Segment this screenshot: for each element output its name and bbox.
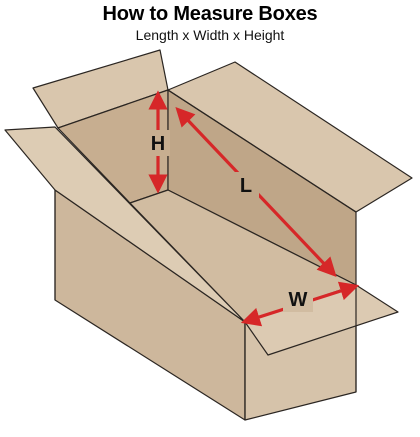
height-label: H: [151, 133, 165, 155]
page-subtitle: Length x Width x Height: [135, 27, 285, 43]
length-label: L: [240, 175, 252, 197]
width-label: W: [289, 289, 308, 311]
page-title: How to Measure Boxes: [102, 3, 318, 25]
